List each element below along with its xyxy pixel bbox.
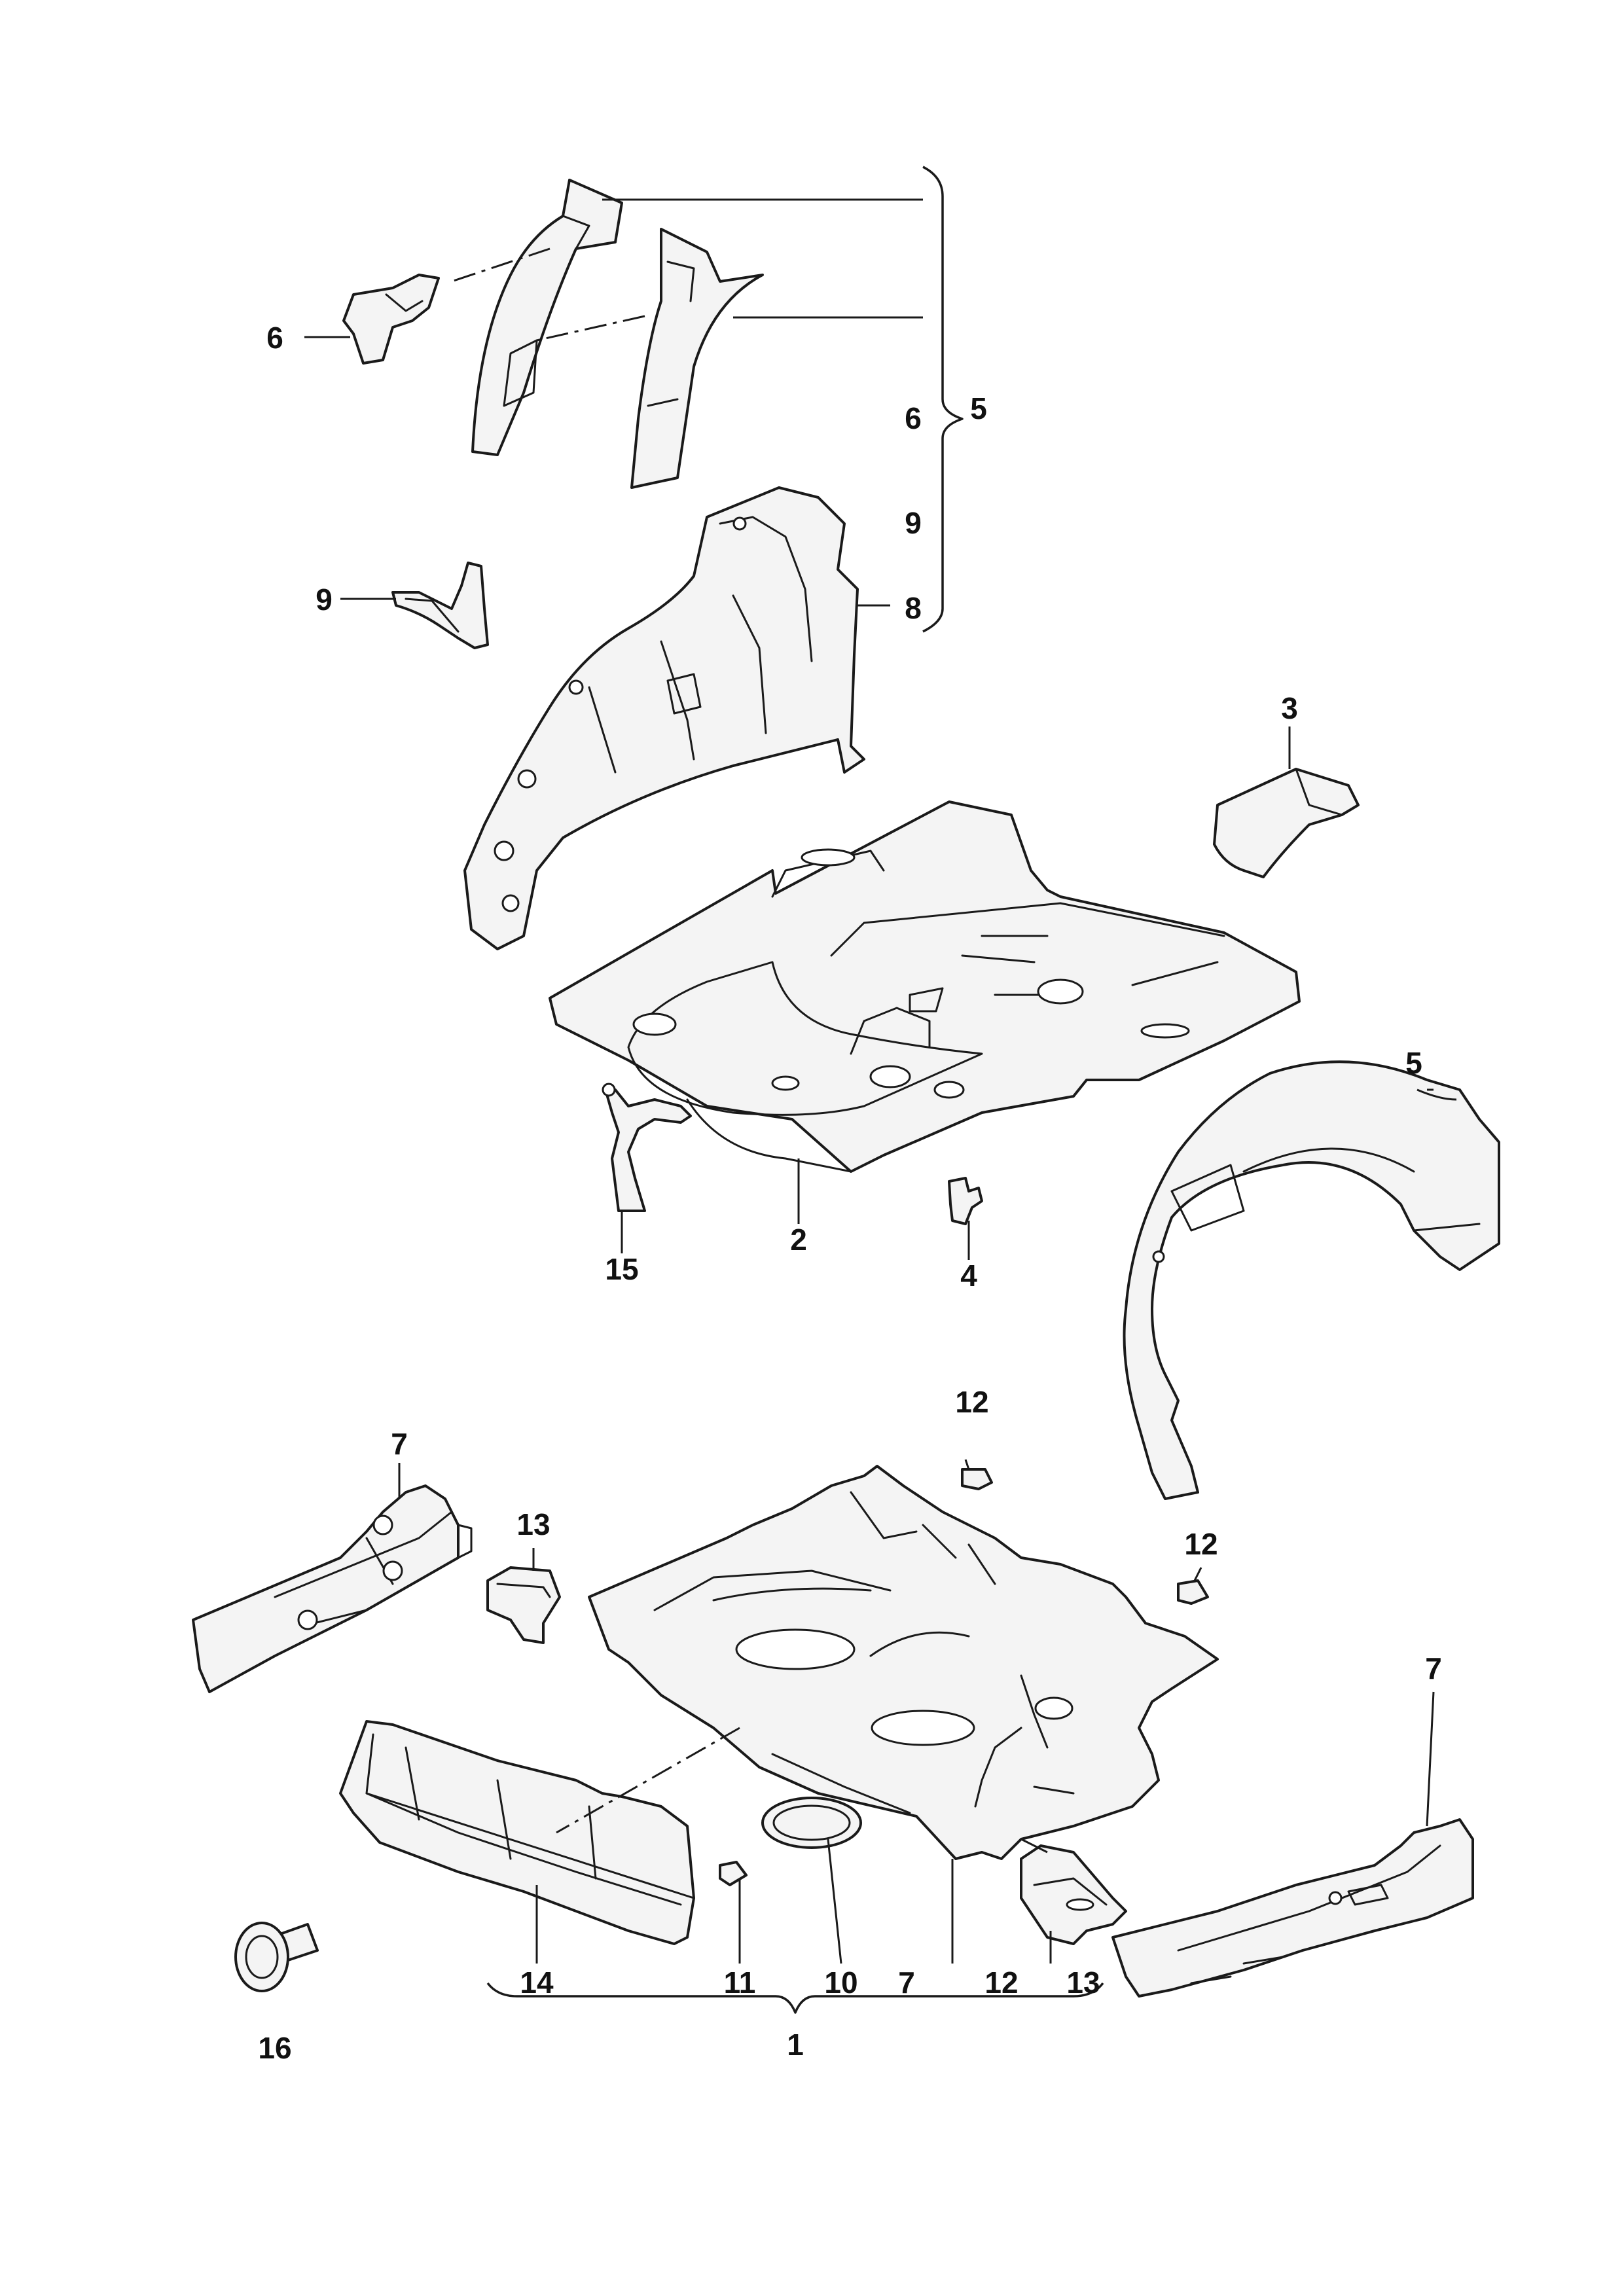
callout-2: 2 <box>790 1223 807 1257</box>
callout-9-left: 9 <box>316 583 333 617</box>
part-16-plug <box>234 1922 319 1992</box>
callout-8: 8 <box>905 591 922 625</box>
callout-6-left: 6 <box>266 321 283 355</box>
part-4-clip <box>948 1177 983 1225</box>
part-12-clip-top <box>961 1468 993 1490</box>
part-6-bracket <box>342 274 440 365</box>
callout-labels: 6 6 5 9 9 8 3 5 2 15 4 12 7 13 12 7 14 1… <box>258 321 1441 2065</box>
callout-1: 1 <box>787 2028 804 2062</box>
part-2-rear-floor-panel <box>549 800 1301 1173</box>
callout-14: 14 <box>520 1965 554 2000</box>
part-5-wheelhouse-liner <box>1123 1060 1500 1500</box>
leader-lines <box>304 198 1457 1964</box>
part-9-strut-bracket <box>391 562 489 649</box>
callout-15: 15 <box>605 1252 638 1286</box>
part-10-cover-plate <box>761 1797 862 1849</box>
callout-12-right: 12 <box>1184 1527 1218 1561</box>
part-13-left-bracket <box>486 1566 561 1644</box>
part-14-cross-member <box>339 1720 695 1945</box>
part-1-main-floor-panel <box>588 1465 1219 1860</box>
callout-3: 3 <box>1281 691 1298 725</box>
part-7-left-longitudinal-member <box>192 1484 473 1693</box>
callout-13-bottom: 13 <box>1066 1965 1100 2000</box>
part-8-rear-wheelhouse-inner <box>463 486 865 950</box>
callout-6-group: 6 <box>905 401 922 435</box>
callout-7-left: 7 <box>391 1427 408 1461</box>
callout-12-top: 12 <box>955 1385 988 1419</box>
part-11-clip <box>719 1861 748 1886</box>
callout-16: 16 <box>258 2031 291 2065</box>
part-6-upper-pillar-outer <box>471 179 623 456</box>
callout-9-group: 9 <box>905 506 922 540</box>
callout-7-right: 7 <box>1425 1651 1442 1685</box>
part-3-cover <box>1213 768 1360 878</box>
callout-10: 10 <box>824 1965 857 2000</box>
brace-group-1 <box>486 1982 1104 2014</box>
part-13-right-bracket <box>1020 1844 1127 1945</box>
part-7-right-longitudinal-member <box>1111 1818 1474 1998</box>
callout-4: 4 <box>960 1259 977 1293</box>
callout-13-left: 13 <box>516 1507 550 1541</box>
part-15-spare-wheel-hold <box>602 1083 692 1212</box>
part-6-upper-pillar-inner <box>630 228 764 489</box>
callout-12-bottom: 12 <box>984 1965 1018 2000</box>
callout-7-bottom: 7 <box>898 1965 915 2000</box>
callout-5-group: 5 <box>970 391 987 425</box>
part-12-clip-right <box>1177 1579 1209 1605</box>
centerlines <box>451 247 740 1834</box>
callout-5-part: 5 <box>1405 1046 1422 1080</box>
callout-11: 11 <box>724 1965 756 2000</box>
brace-group-5 <box>922 166 964 633</box>
